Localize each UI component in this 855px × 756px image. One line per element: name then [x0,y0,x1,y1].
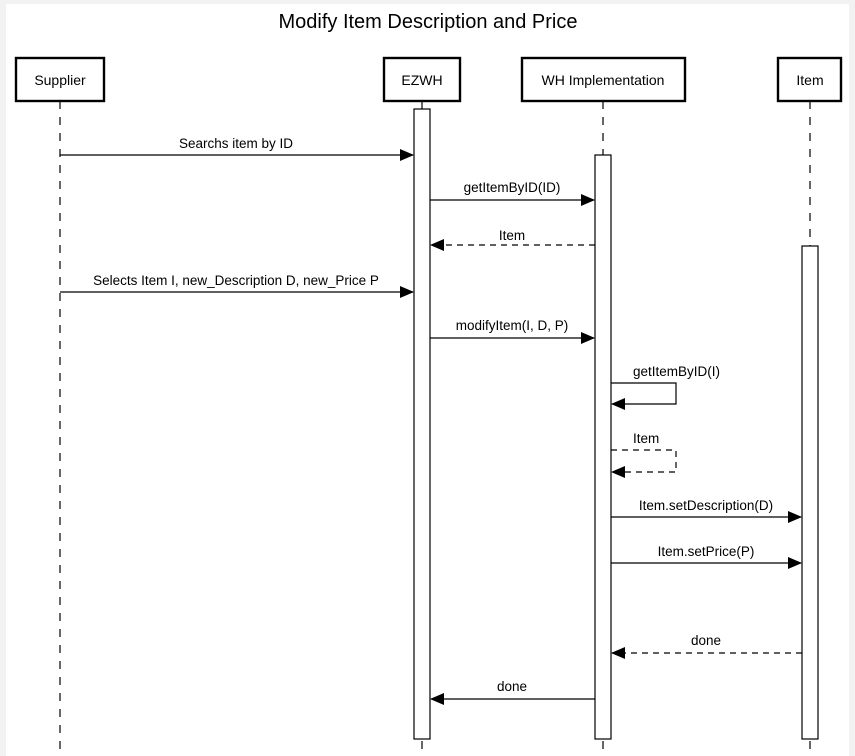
message-label: modifyItem(I, D, P) [456,318,569,333]
participant-label: EZWH [401,72,442,88]
message-self-item-return: Item [611,431,677,478]
participant-label: Supplier [34,72,86,88]
participant-supplier: Supplier [14,56,106,103]
activation-item [801,245,819,740]
message-selects-item: Selects Item I, new_Description D, new_P… [60,273,414,298]
diagram-canvas: Modify Item Description and Price Suppli… [6,4,849,756]
message-label: done [497,679,527,694]
lifelines [59,101,811,756]
diagram-title: Modify Item Description and Price [278,11,577,33]
message-label: Item [633,431,659,446]
message-label: Item [499,228,525,243]
participant-whimpl: WH Implementation [520,56,687,103]
message-searchs-item: Searchs item by ID [60,136,414,161]
message-self-getitembyid: getItemByID(I) [611,364,720,410]
sequence-diagram: Modify Item Description and Price Suppli… [14,11,843,756]
participant-ezwh: EZWH [382,56,462,103]
message-label: Item.setDescription(D) [639,498,773,513]
message-setdescription: Item.setDescription(D) [611,498,802,523]
activation-whimpl [594,154,612,740]
message-label: Selects Item I, new_Description D, new_P… [93,273,379,288]
message-getitembyid-id: getItemByID(ID) [430,180,595,206]
message-done-ezwh: done [430,679,595,705]
message-done-item: done [611,633,802,659]
participant-label: Item [796,72,823,88]
participant-item: Item [776,56,843,103]
message-setprice: Item.setPrice(P) [611,544,802,569]
message-label: done [691,633,721,648]
activation-bars [413,108,819,740]
message-modifyitem: modifyItem(I, D, P) [430,318,595,344]
message-label: getItemByID(I) [633,364,720,379]
activation-ezwh [413,108,431,740]
message-item-return: Item [430,228,595,251]
message-label: Searchs item by ID [179,136,293,151]
message-label: getItemByID(ID) [464,180,561,195]
participant-label: WH Implementation [542,72,665,88]
message-label: Item.setPrice(P) [658,544,755,559]
